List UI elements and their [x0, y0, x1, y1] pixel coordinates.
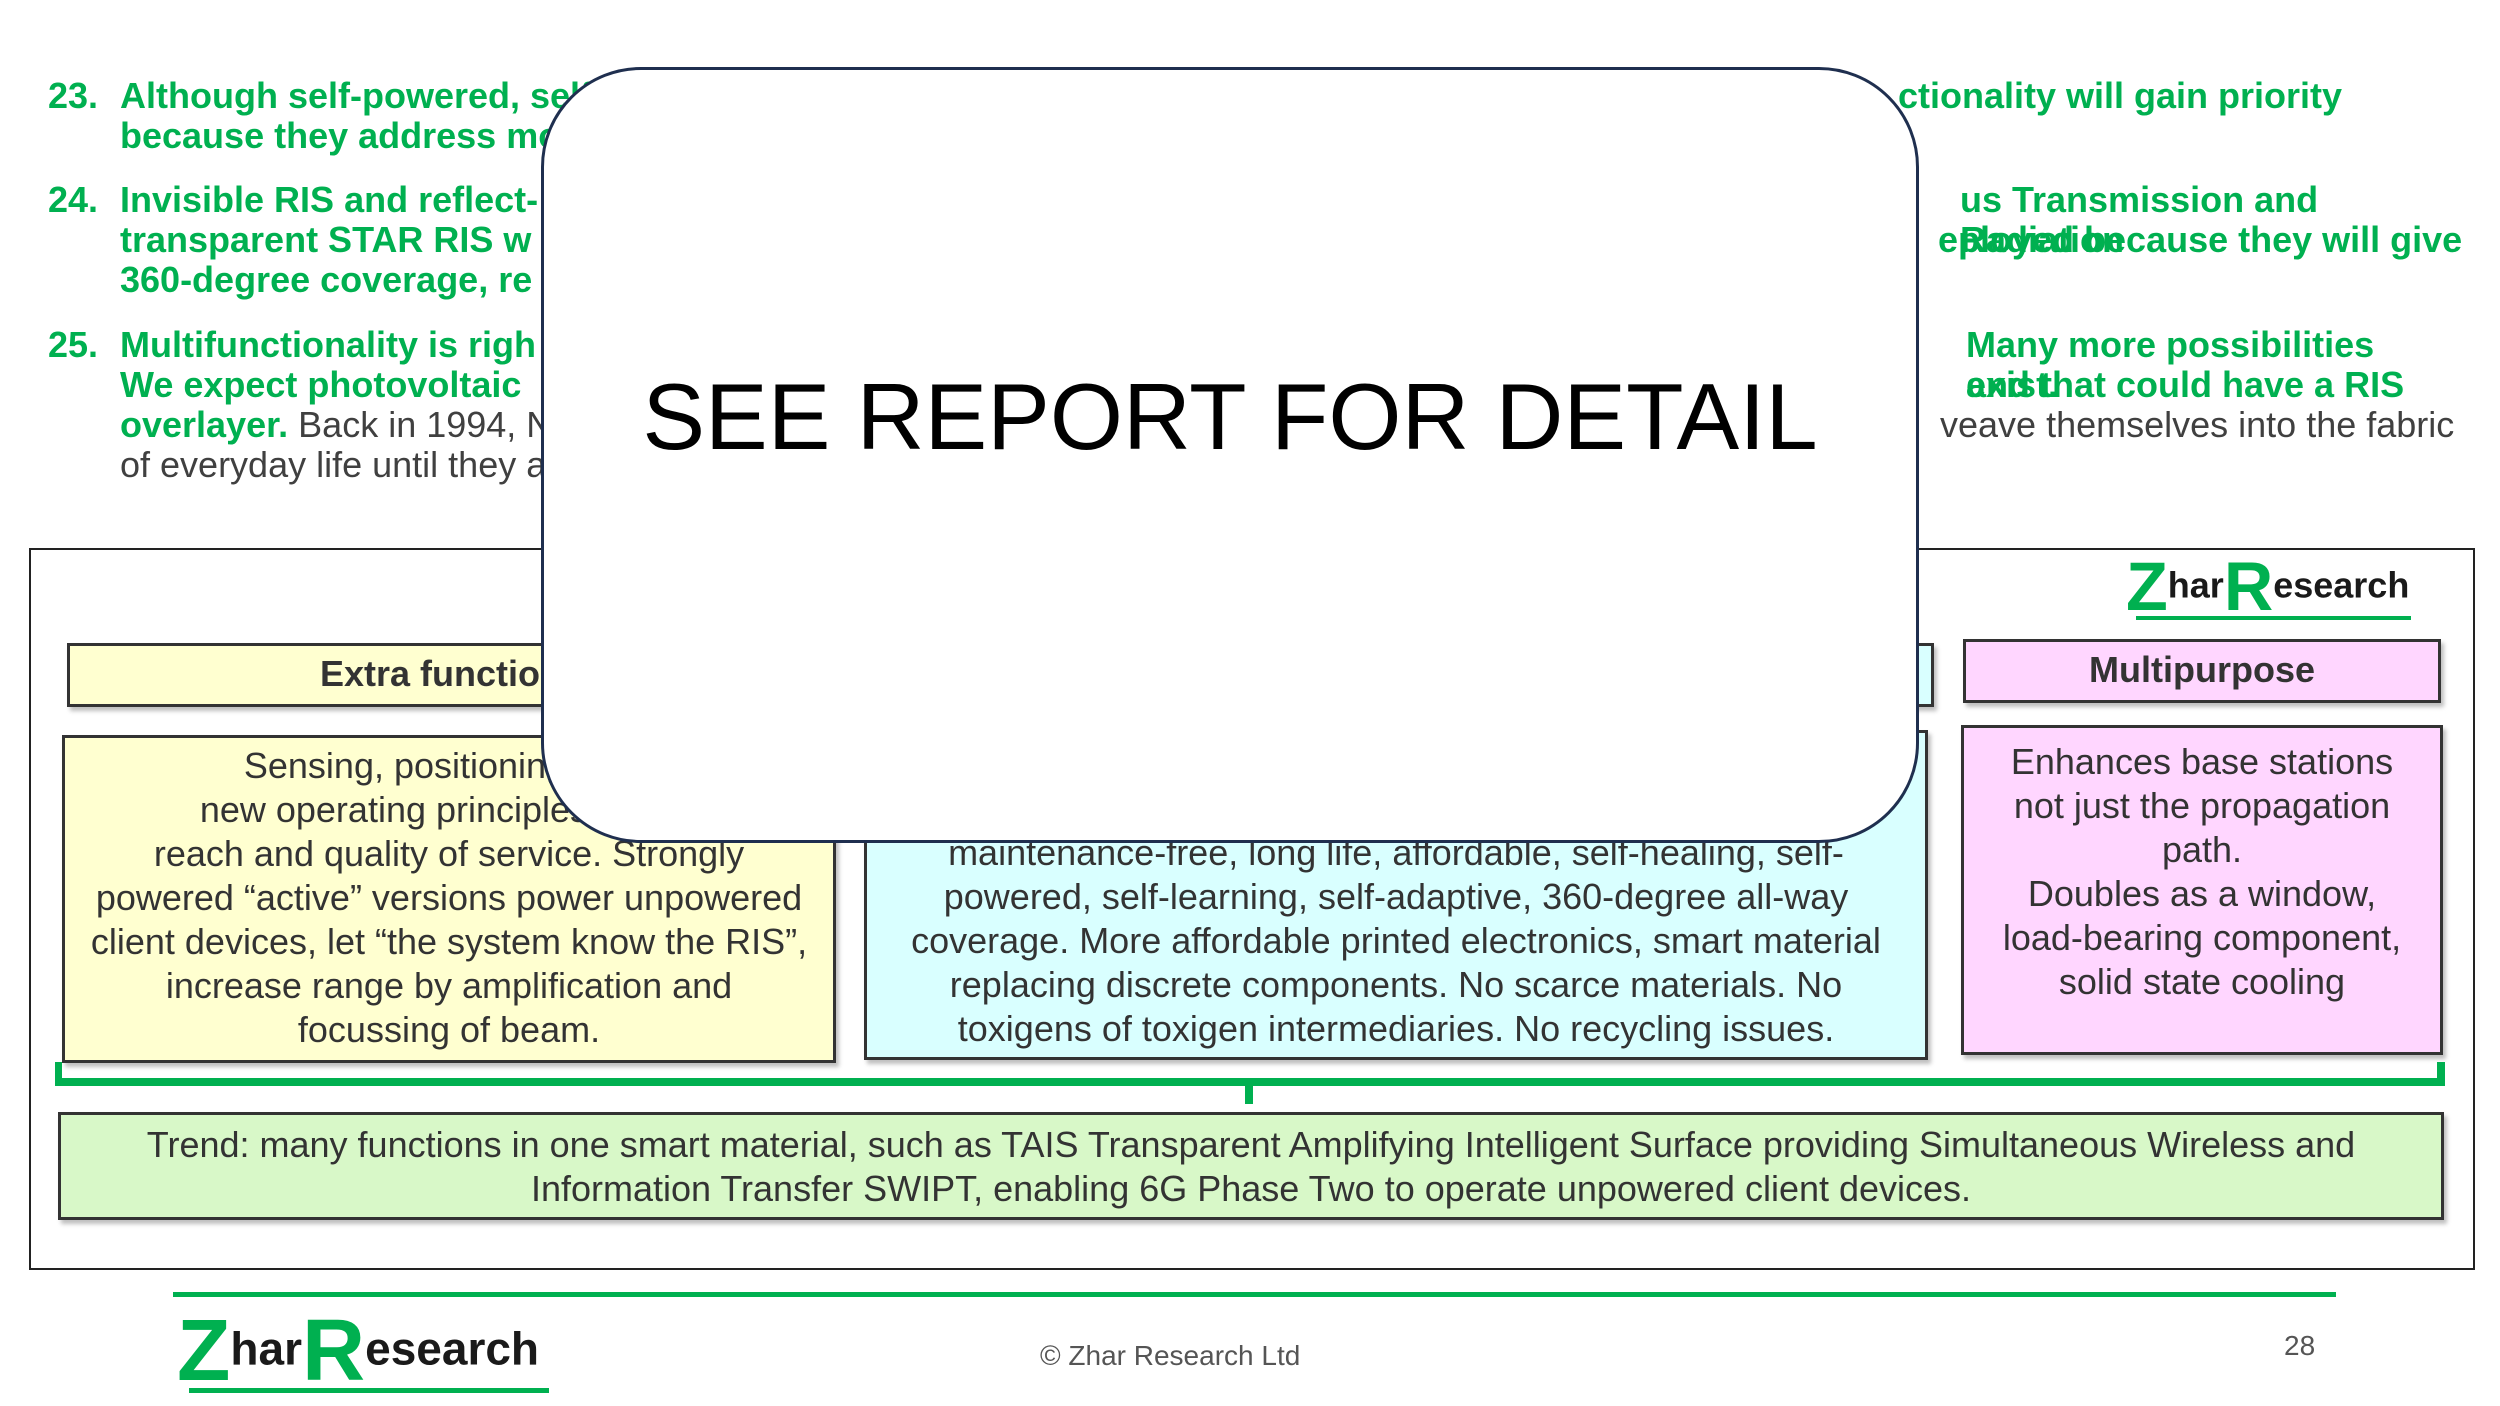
finding-text: ctionality will gain priority [1898, 75, 2343, 116]
finding-text: eployed because they will give [1938, 219, 2463, 260]
finding-text: and that could have a RIS [1966, 364, 2405, 405]
overlay-text: SEE REPORT FOR DETAIL [642, 364, 1818, 469]
column-header-multipurpose: Multipurpose [1963, 639, 2441, 703]
finding-number: 23. [48, 75, 99, 116]
finding-text: because they address mo [120, 115, 561, 156]
finding-text: 360-degree coverage, re [120, 259, 533, 300]
finding-text: of everyday life until they a [120, 444, 547, 485]
finding-text: Although self-powered, self [120, 75, 593, 116]
footer-rule [173, 1292, 2336, 1297]
see-report-overlay: SEE REPORT FOR DETAIL [541, 67, 1919, 843]
finding-text: Back in 1994, N [298, 404, 553, 445]
finding-text: transparent STAR RIS w [120, 219, 532, 260]
finding-number: 24. [48, 179, 99, 220]
finding-text: veave themselves into the fabric [1940, 404, 2455, 445]
finding-24: 24. Invisible RIS and reflect- us Transm… [48, 180, 2468, 300]
column-body-multipurpose: Enhances base stations not just the prop… [1961, 725, 2443, 1055]
finding-text: overlayer. [120, 404, 289, 445]
footer-logo: ZharResearch [177, 1300, 549, 1401]
page-number: 28 [2284, 1330, 2316, 1361]
finding-text: us Transmission and Radiation [1960, 179, 2319, 260]
finding-text: Multifunctionality is righ [120, 324, 536, 365]
copyright-text: © Zhar Research Ltd [1040, 1340, 1301, 1371]
finding-text: We expect photovoltaic [120, 364, 522, 405]
green-brace [55, 1062, 2445, 1104]
diagram-logo: ZharResearch [2126, 549, 2411, 625]
finding-number: 25. [48, 324, 99, 365]
finding-23: 23. Although self-powered, self ctionali… [48, 76, 2468, 156]
finding-text: Invisible RIS and reflect- [120, 179, 539, 220]
finding-25: 25. Multifunctionality is righ Many more… [48, 325, 2468, 485]
trend-box: Trend: many functions in one smart mater… [58, 1112, 2444, 1220]
finding-text: Many more possibilities exist. [1966, 324, 2375, 405]
